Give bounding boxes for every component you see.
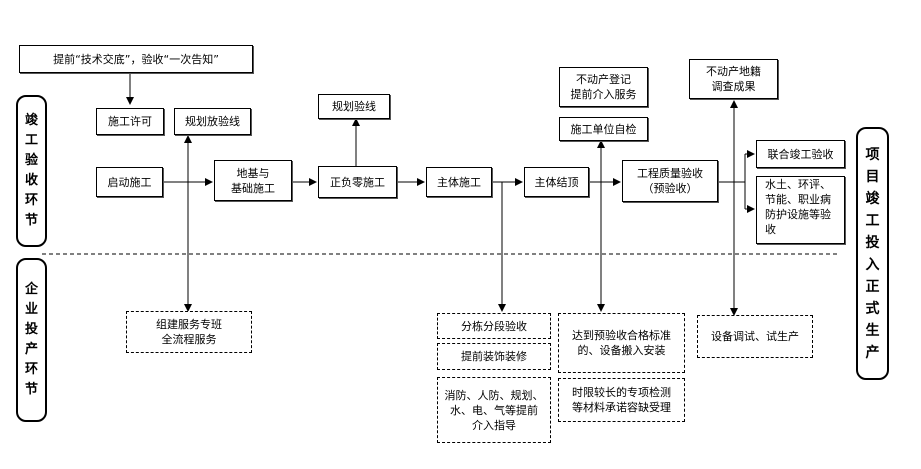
special-acceptance-text-2: 节能、职业病 (765, 193, 831, 206)
install-text-1: 达到预验收合格标准 (572, 329, 671, 342)
service-team-text-2: 全流程服务 (161, 333, 217, 346)
property-registration-text-1: 不动产登记 (576, 73, 631, 86)
foundation-box: 地基与 基础施工 (214, 160, 292, 201)
plan-check-text: 规划验线 (332, 100, 376, 113)
joint-acceptance-box: 联合竣工验收 (756, 140, 845, 168)
permit-box: 施工许可 (96, 108, 164, 135)
decoration-text: 提前装饰装修 (461, 350, 527, 363)
special-testing-text-1: 时限较长的专项检测 (572, 386, 671, 399)
plan-line-check-text: 规划放验线 (185, 115, 240, 128)
install-text-2: 的、设备搬入安装 (577, 344, 666, 357)
service-team-text-1: 组建服务专班 (156, 318, 222, 331)
self-check-box: 施工单位自检 (559, 117, 648, 141)
final-stage-label: 项目竣工投入正式生产 (856, 127, 889, 380)
main-topping-box: 主体结顶 (524, 167, 589, 197)
special-acceptance-text-3: 防护设施等验 (765, 208, 831, 221)
foundation-text-1: 地基与 (236, 166, 270, 180)
plus-minus-zero-text: 正负零施工 (330, 175, 385, 189)
phase-label-acceptance-text: 竣工验收环节 (24, 113, 38, 228)
phase-label-production: 企业投产环节 (16, 258, 47, 422)
top-note-text: 提前“技术交底”，验收“一次告知” (53, 52, 219, 66)
trial-production-text: 设备调试、试生产 (711, 330, 799, 343)
guidance-text-1: 消防、人防、规划、 (444, 388, 544, 402)
segment-acceptance-text: 分栋分段验收 (461, 319, 527, 333)
segment-acceptance-box: 分栋分段验收 (437, 313, 551, 339)
property-survey-text-1: 不动产地籍 (706, 65, 761, 78)
plan-line-check-box: 规划放验线 (174, 108, 251, 135)
final-stage-label-text: 项目竣工投入正式生产 (865, 146, 880, 361)
decoration-box: 提前装饰装修 (437, 343, 551, 370)
main-construction-text: 主体施工 (437, 175, 481, 189)
guidance-text-2: 水、电、气等提前 (450, 403, 538, 417)
quality-acceptance-text-1: 工程质量验收 (637, 167, 703, 180)
property-registration-text-2: 提前介入服务 (570, 88, 637, 101)
special-acceptance-text-4: 收 (765, 223, 776, 236)
trial-production-box: 设备调试、试生产 (697, 315, 813, 358)
main-construction-box: 主体施工 (426, 167, 492, 197)
special-testing-text-2: 等材料承诺容缺受理 (572, 401, 671, 414)
foundation-text-2: 基础施工 (231, 181, 275, 195)
phase-label-acceptance: 竣工验收环节 (16, 95, 47, 247)
permit-text: 施工许可 (108, 115, 152, 128)
phase-label-production-text: 企业投产环节 (24, 282, 38, 397)
install-box: 达到预验收合格标准 的、设备搬入安装 (558, 313, 685, 373)
main-topping-text: 主体结顶 (534, 175, 579, 189)
special-acceptance-box: 水土、环评、 节能、职业病 防护设施等验 收 (756, 176, 845, 244)
joint-acceptance-text: 联合竣工验收 (767, 147, 834, 161)
start-text: 启动施工 (107, 175, 152, 189)
top-note-box: 提前“技术交底”，验收“一次告知” (19, 45, 253, 73)
special-acceptance-text-1: 水土、环评、 (765, 178, 831, 191)
plus-minus-zero-box: 正负零施工 (318, 166, 397, 198)
quality-acceptance-text-2: （预验收） (642, 182, 698, 195)
quality-acceptance-box: 工程质量验收 （预验收） (622, 160, 718, 202)
guidance-box: 消防、人防、规划、 水、电、气等提前 介入指导 (437, 377, 551, 443)
property-survey-text-2: 调查成果 (711, 80, 756, 93)
service-team-box: 组建服务专班 全流程服务 (126, 311, 252, 353)
start-box: 启动施工 (96, 167, 163, 197)
plan-check-box: 规划验线 (318, 94, 390, 119)
special-testing-box: 时限较长的专项检测 等材料承诺容缺受理 (558, 378, 685, 422)
self-check-text: 施工单位自检 (570, 122, 637, 136)
guidance-text-3: 介入指导 (472, 418, 516, 432)
property-registration-box: 不动产登记 提前介入服务 (559, 67, 648, 107)
property-survey-box: 不动产地籍 调查成果 (689, 59, 778, 99)
